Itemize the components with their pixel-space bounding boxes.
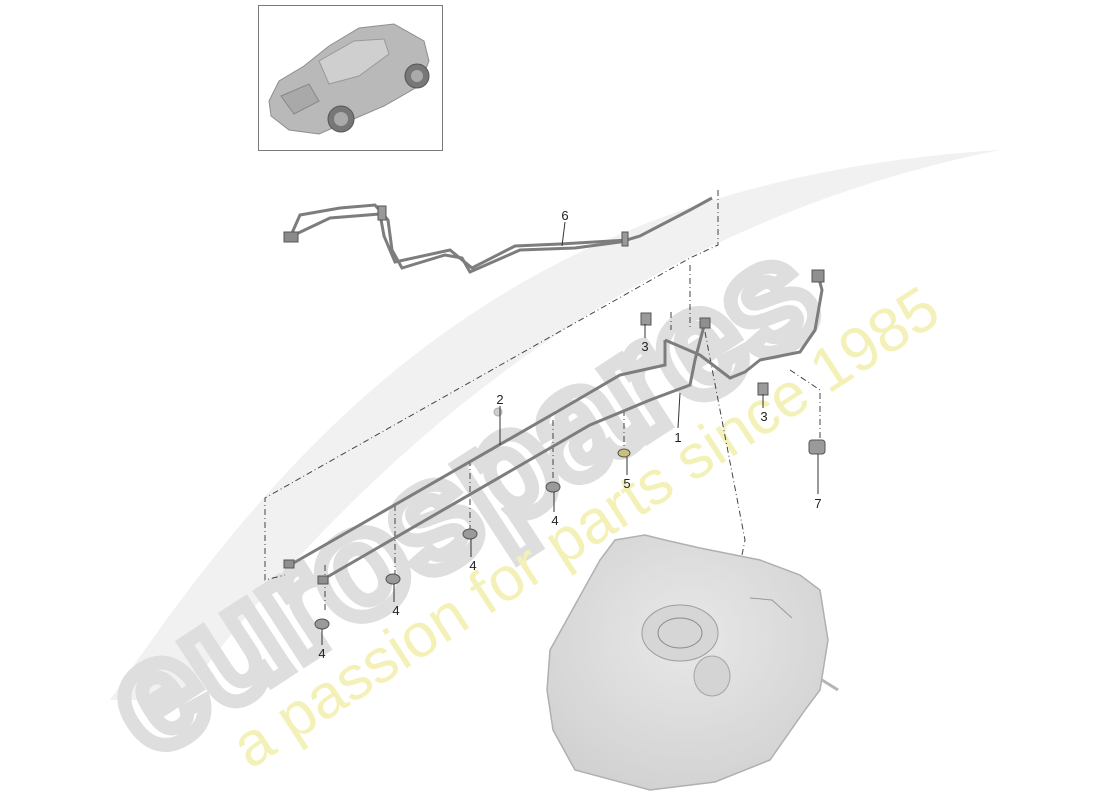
- clip-4a: [545, 481, 561, 493]
- callout-3-upper[interactable]: 3: [641, 339, 648, 354]
- clip-4b: [462, 528, 478, 540]
- fuel-line-end-fittings: [283, 269, 825, 585]
- clip-4d: [314, 618, 330, 630]
- clip-5: [617, 448, 631, 458]
- clip-3-upper: [640, 312, 652, 326]
- callout-5[interactable]: 5: [623, 476, 630, 491]
- fuel-line-2[interactable]: [289, 340, 667, 567]
- fuel-line-6[interactable]: [283, 196, 713, 274]
- callout-2[interactable]: 2: [496, 392, 503, 407]
- leader-lines: [321, 221, 819, 645]
- clamp-7: [808, 439, 826, 455]
- fuel-tank[interactable]: [546, 534, 839, 791]
- callout-4a[interactable]: 4: [551, 513, 558, 528]
- callout-3-lower[interactable]: 3: [760, 409, 767, 424]
- callout-1[interactable]: 1: [674, 430, 681, 445]
- callout-4b[interactable]: 4: [469, 558, 476, 573]
- car-icon: [268, 23, 430, 135]
- vehicle-thumbnail: [258, 5, 443, 151]
- callout-4d[interactable]: 4: [318, 646, 325, 661]
- watermark-swoosh: [110, 150, 1000, 700]
- callout-6[interactable]: 6: [561, 208, 568, 223]
- callout-labels: 6 3 3 2 1 5 7 4 4 4 4: [318, 208, 821, 661]
- clip-parts[interactable]: [314, 312, 826, 630]
- clip-4c: [385, 573, 401, 585]
- fuel-line-1[interactable]: [321, 274, 824, 582]
- callout-7[interactable]: 7: [814, 496, 821, 511]
- part-2-grommet: [493, 407, 503, 417]
- callout-4c[interactable]: 4: [392, 603, 399, 618]
- clip-3-lower: [757, 382, 769, 396]
